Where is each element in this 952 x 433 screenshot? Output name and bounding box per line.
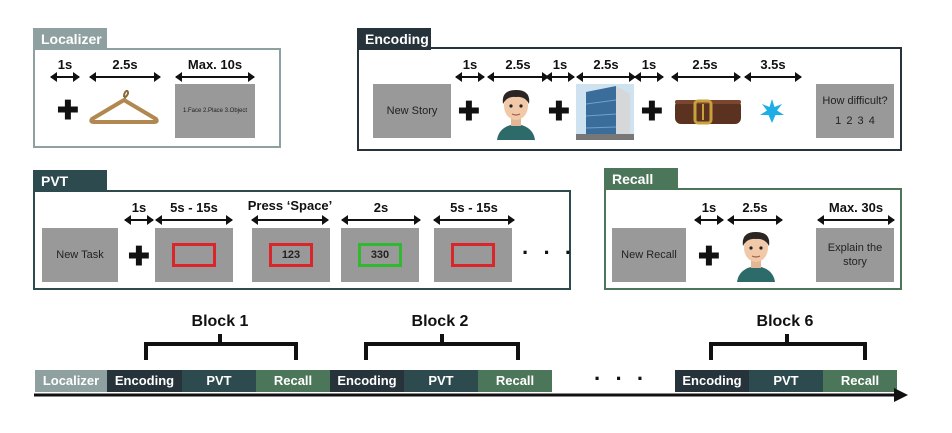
new-task-screen: New Task [42,228,118,282]
building-icon [576,84,634,140]
pvt-wait-screen-2 [434,228,512,282]
pvt-continuation-dots: · · · [522,240,577,265]
pvt-arrow-feedback [341,215,421,225]
block-label-1: Block 1 [191,313,249,330]
green-result-box: 330 [358,243,402,267]
new-task-label: New Task [56,249,104,261]
encoding-arrow-7 [744,72,802,82]
pvt-time-feedback: 2s [373,200,389,215]
red-target-box [451,243,495,267]
pvt-wait-screen-1 [155,228,233,282]
pvt-feedback-screen: 330 [341,228,419,282]
recall-arrow-fixation [694,215,724,225]
encoding-arrow-2 [487,72,549,82]
block-brackets [144,334,867,360]
fixation-cross-icon: ✚ [548,96,570,126]
new-story-label: New Story [386,105,438,117]
new-recall-screen: New Recall [612,228,686,282]
timeline-continuation-dots: · · · [594,366,649,391]
pvt-time-press: Press ‘Space’ [247,198,333,213]
timeline-pvt: PVT [182,370,256,392]
timeline-pvt: PVT [749,370,823,392]
localizer-category-screen: 1.Face 2.Place 3.Object [175,84,255,138]
fixation-cross-icon: ✚ [458,96,480,126]
red-target-box [172,243,216,267]
belt-icon [675,99,741,125]
localizer-arrow-response [175,72,255,82]
new-recall-label: New Recall [621,249,677,261]
coat-hanger-icon [89,89,159,124]
face-icon [497,90,535,140]
pvt-arrow-wait-1 [155,215,233,225]
localizer-time-stimulus: 2.5s [112,57,138,72]
recall-arrow-face [727,215,783,225]
recall-time-explain: Max. 30s [828,200,884,215]
encoding-time-3: 1s [552,57,568,72]
timeline-localizer: Localizer [35,370,107,392]
encoding-time-1: 1s [462,57,478,72]
block-1-bracket [144,334,298,360]
block-label-2: Block 2 [411,313,469,330]
localizer-screen-text: 1.Face 2.Place 3.Object [182,108,248,114]
pvt-arrow-fixation [124,215,154,225]
fixation-cross-icon: ✚ [128,241,150,271]
pvt-tab: PVT [33,170,107,192]
new-story-screen: New Story [373,84,451,138]
encoding-time-5: 1s [641,57,657,72]
face-icon [737,232,775,282]
localizer-arrow-stimulus [89,72,161,82]
timeline-recall: Recall [823,370,897,392]
encoding-time-7: 3.5s [760,57,786,72]
timeline-recall: Recall [256,370,330,392]
difficulty-screen: How difficult? 1 2 3 4 [816,84,894,138]
star-icon [760,99,784,123]
encoding-time-4: 2.5s [593,57,619,72]
block-6-bracket [709,334,867,360]
fixation-cross-icon: ✚ [641,96,663,126]
fixation-cross-icon: ✚ [57,95,79,125]
explain-story-label: Explain the story [827,242,883,268]
encoding-time-6: 2.5s [692,57,718,72]
timeline-encoding: Encoding [330,370,404,392]
result-value: 330 [370,249,390,261]
encoding-arrow-4 [576,72,636,82]
timeline-encoding: Encoding [675,370,749,392]
pvt-time-fixation: 1s [131,200,147,215]
encoding-time-2: 2.5s [505,57,531,72]
recall-tab: Recall [604,168,678,190]
timeline-pvt: PVT [404,370,478,392]
pvt-time-wait-1: 5s - 15s [170,200,218,215]
encoding-arrow-6 [671,72,741,82]
difficulty-question: How difficult? [822,95,888,107]
fixation-cross-icon: ✚ [698,241,720,271]
recall-time-fixation: 1s [701,200,717,215]
encoding-tab: Encoding [357,28,431,50]
red-counter-box: 123 [269,243,313,267]
pvt-time-wait-2: 5s - 15s [450,200,498,215]
pvt-arrow-press [251,215,329,225]
difficulty-scale: 1 2 3 4 [835,115,875,127]
explain-story-screen: Explain the story [816,228,894,282]
recall-arrow-explain [817,215,895,225]
counter-value: 123 [281,249,301,261]
pvt-arrow-wait-2 [433,215,515,225]
localizer-tab: Localizer [33,28,107,50]
localizer-time-fixation: 1s [57,57,73,72]
timeline-recall: Recall [478,370,552,392]
encoding-arrow-5 [634,72,664,82]
localizer-arrow-fixation [50,72,80,82]
recall-time-face: 2.5s [742,200,768,215]
block-2-bracket [364,334,520,360]
localizer-time-response: Max. 10s [187,57,243,72]
block-label-6: Block 6 [756,313,814,330]
timeline-encoding: Encoding [107,370,182,392]
timeline-arrow-icon [34,388,908,402]
pvt-counter-screen: 123 [252,228,330,282]
encoding-arrow-1 [455,72,485,82]
encoding-arrow-3 [545,72,575,82]
